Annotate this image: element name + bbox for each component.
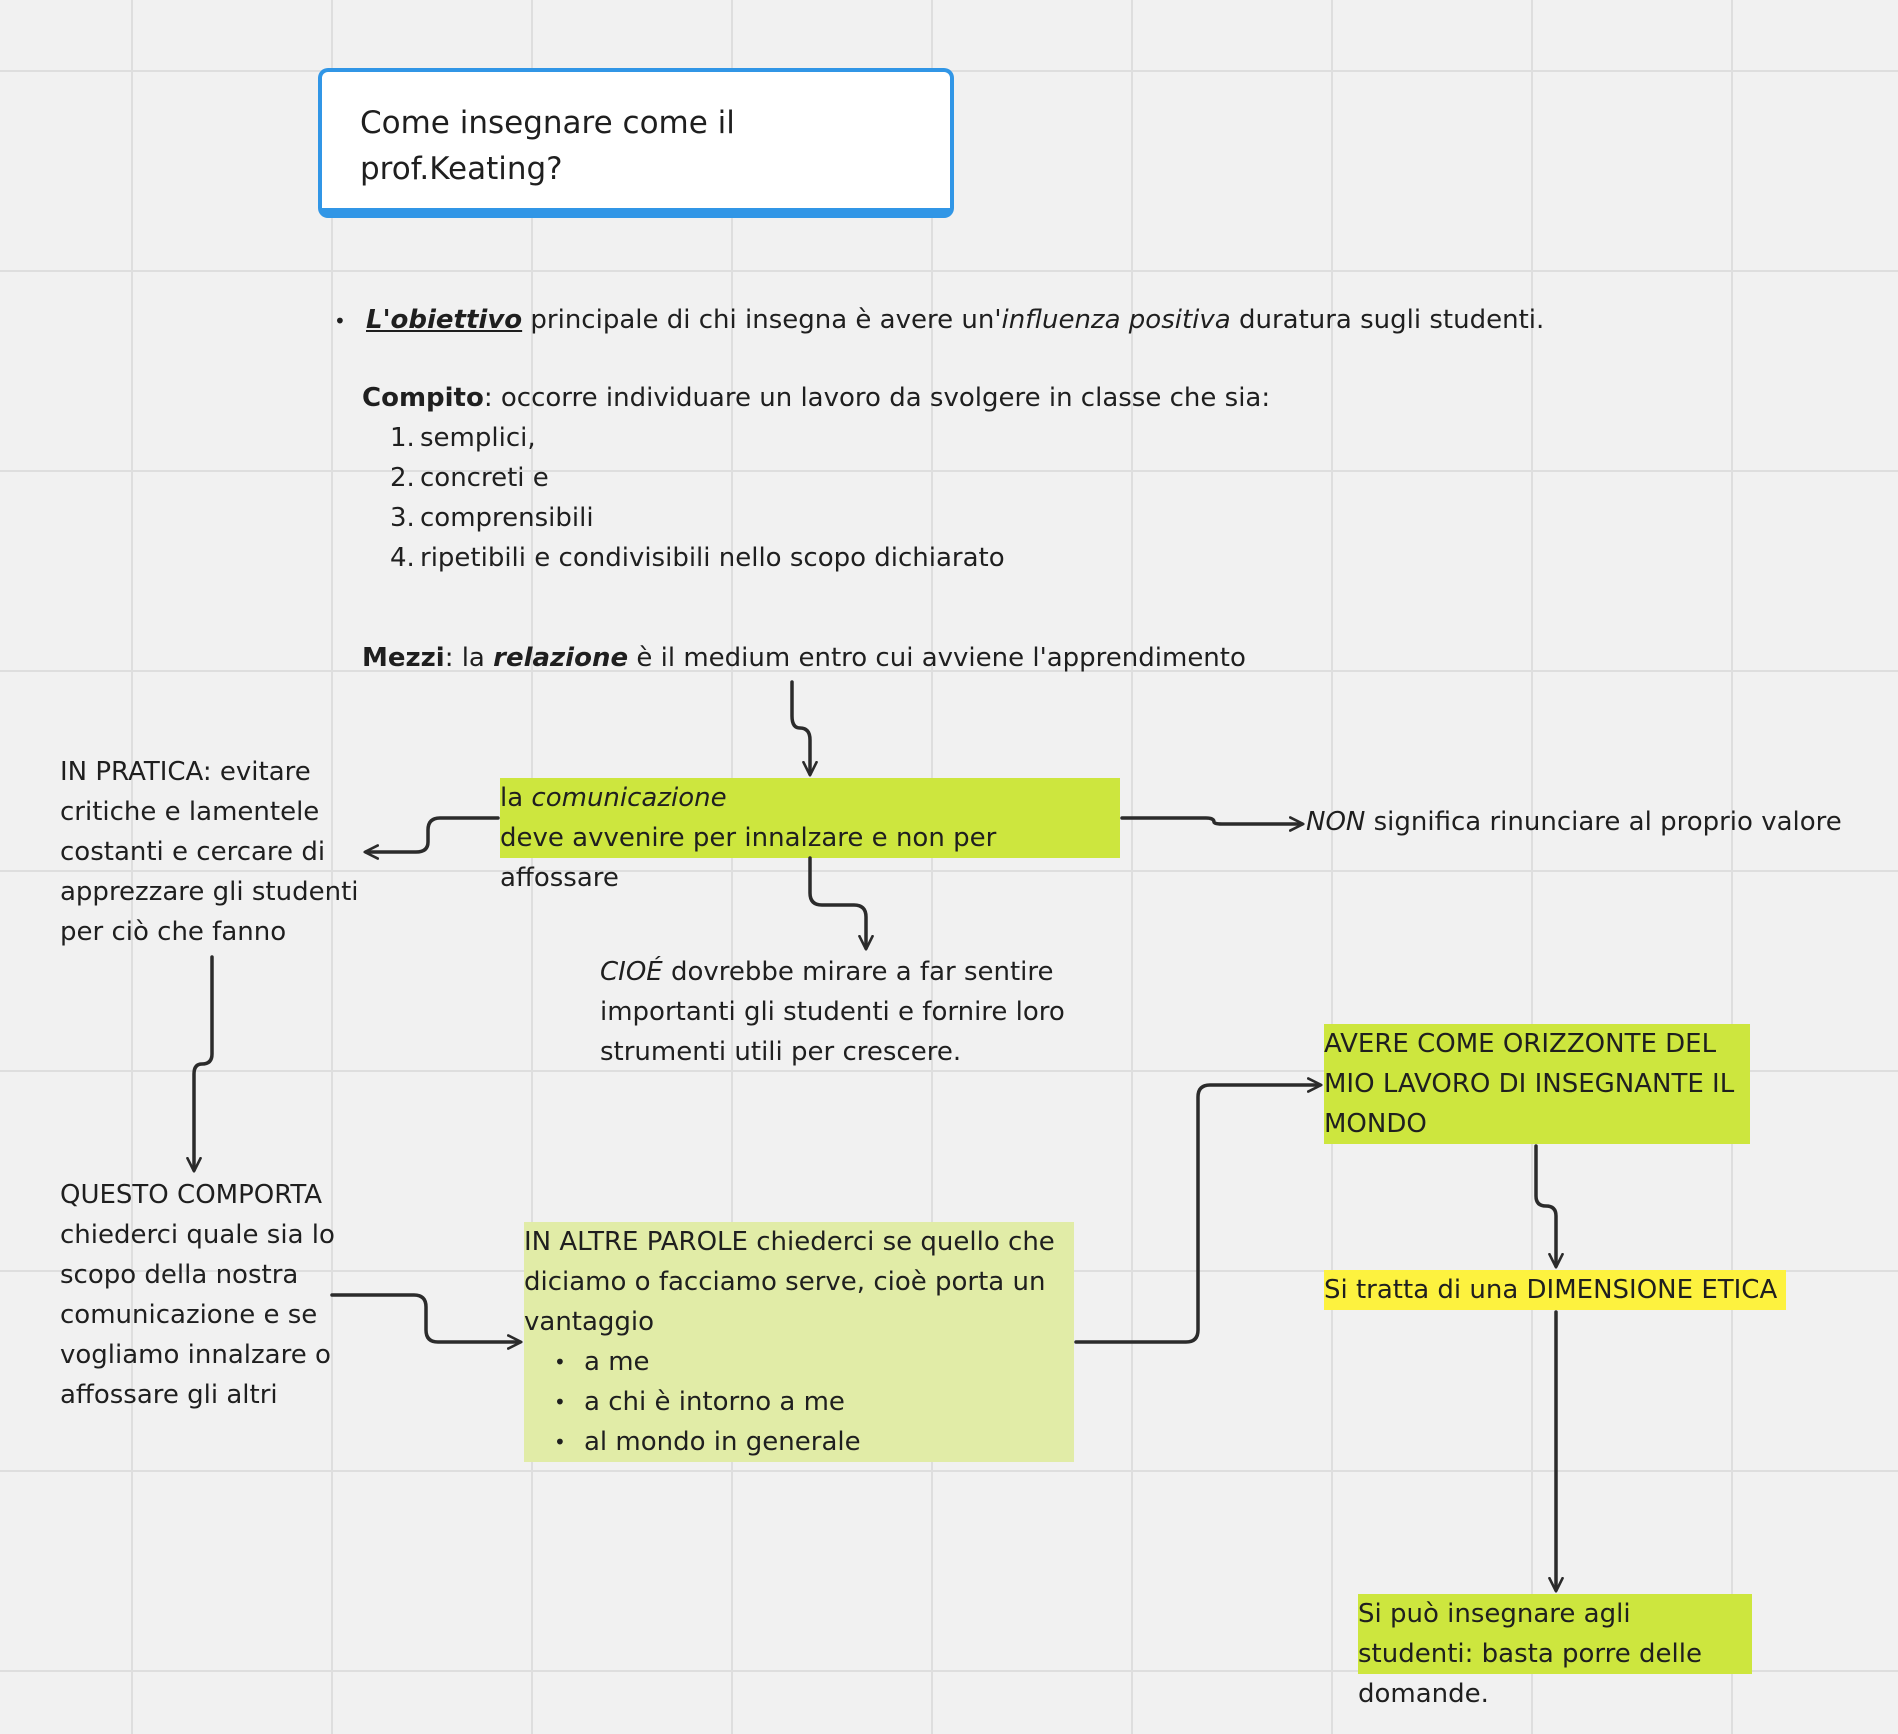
implies-text: QUESTO COMPORTA chiederci quale sia lo s… [60, 1180, 335, 1410]
other-words-item: • al mondo in generale [524, 1422, 1074, 1462]
non-note[interactable]: NON significa rinunciare al proprio valo… [1306, 802, 1866, 842]
task-item: 4.ripetibili e condivisibili nello scopo… [390, 538, 1462, 578]
means-label: Mezzi [362, 643, 445, 673]
communication-line-2: deve avvenire per innalzare e non per af… [500, 823, 997, 893]
arrow-communication-to-cioe[interactable] [808, 856, 874, 951]
other-words-item: • a chi è intorno a me [524, 1382, 1074, 1422]
horizon-node[interactable]: AVERE COME ORIZZONTE DEL MIO LAVORO DI I… [1324, 1024, 1750, 1144]
means-text-1: : la [444, 643, 494, 673]
cioe-text: dovrebbe mirare a far sentire importanti… [600, 957, 1065, 1067]
ethics-text: Si tratta di una DIMENSIONE ETICA [1324, 1275, 1778, 1305]
in-practice-text: IN PRATICA: evitare critiche e lamentele… [60, 757, 359, 947]
means-text-2: è il medium entro cui avviene l'apprendi… [628, 643, 1246, 673]
objective-text[interactable]: • L'obiettivo principale di chi insegna è… [334, 300, 1634, 341]
objective-term: L'obiettivo [366, 305, 523, 335]
arrow-communication-to-practice[interactable] [363, 816, 500, 860]
other-words-list: • a me • a chi è intorno a me • al mondo in… [524, 1342, 1074, 1462]
arrow-practice-to-implies[interactable] [186, 955, 214, 1173]
arrow-horizon-to-ethics[interactable] [1534, 1144, 1564, 1269]
task-item-number: 1. [390, 423, 415, 453]
communication-line-1: la comunicazione [500, 778, 1120, 818]
ethics-node[interactable]: Si tratta di una DIMENSIONE ETICA [1324, 1270, 1786, 1310]
cioe-node[interactable]: CIOÉ dovrebbe mirare a far sentire impor… [600, 952, 1090, 1072]
horizon-text: AVERE COME ORIZZONTE DEL MIO LAVORO DI I… [1324, 1029, 1735, 1139]
task-block[interactable]: Compito: occorre individuare un lavoro d… [362, 378, 1462, 578]
conclusion-text: Si può insegnare agli studenti: basta po… [1358, 1599, 1702, 1709]
conclusion-node[interactable]: Si può insegnare agli studenti: basta po… [1358, 1594, 1752, 1709]
non-text: significa rinunciare al proprio valore [1365, 807, 1842, 837]
title-card[interactable]: Come insegnare come il prof.Keating? [318, 68, 954, 218]
task-item-text: comprensibili [420, 503, 594, 533]
cioe-emphasis: CIOÉ [600, 957, 663, 987]
bullet-dot: • [554, 1390, 566, 1414]
task-item-text: semplici, [420, 423, 536, 453]
other-words-item: • a me [524, 1342, 1074, 1382]
means-text[interactable]: Mezzi: la relazione è il medium entro cu… [362, 638, 1462, 678]
task-item-number: 3. [390, 503, 415, 533]
other-words-item-text: al mondo in generale [584, 1427, 861, 1457]
task-item-text: ripetibili e condivisibili nello scopo d… [420, 543, 1005, 573]
means-emphasis: relazione [493, 643, 629, 673]
non-emphasis: NON [1306, 807, 1366, 837]
objective-text-1: principale di chi insegna è avere un' [522, 305, 1002, 335]
task-item: 2.concreti e [390, 458, 1462, 498]
task-item-number: 2. [390, 463, 415, 493]
other-words-node[interactable]: IN ALTRE PAROLE chiederci se quello che … [524, 1222, 1074, 1462]
task-label: Compito [362, 383, 484, 413]
bullet-dot: • [554, 1350, 566, 1374]
task-item: 3.comprensibili [390, 498, 1462, 538]
other-words-text: IN ALTRE PAROLE chiederci se quello che … [524, 1227, 1055, 1337]
other-words-item-text: a chi è intorno a me [584, 1387, 845, 1417]
other-words-item-text: a me [584, 1347, 650, 1377]
title-text: Come insegnare come il prof.Keating? [360, 105, 735, 187]
arrow-communication-to-non[interactable] [1120, 816, 1305, 832]
communication-prefix: la [500, 783, 532, 813]
communication-emphasis: comunicazione [531, 783, 727, 813]
task-item-number: 4. [390, 543, 415, 573]
implies-node[interactable]: QUESTO COMPORTA chiederci quale sia lo s… [60, 1175, 350, 1415]
objective-text-2: duratura sugli studenti. [1230, 305, 1545, 335]
in-practice-node[interactable]: IN PRATICA: evitare critiche e lamentele… [60, 752, 366, 952]
bullet-dot: • [554, 1430, 566, 1454]
task-text: : occorre individuare un lavoro da svolg… [483, 383, 1271, 413]
task-item: 1.semplici, [390, 418, 1462, 458]
objective-bullet: • [334, 309, 346, 333]
task-item-text: concreti e [420, 463, 549, 493]
arrow-other-words-to-horizon[interactable] [1074, 1077, 1323, 1344]
objective-emphasis: influenza positiva [1001, 305, 1231, 335]
task-list: 1.semplici, 2.concreti e 3.comprensibili… [390, 418, 1462, 578]
task-heading: Compito: occorre individuare un lavoro d… [362, 378, 1462, 418]
communication-node[interactable]: la comunicazione deve avvenire per innal… [500, 778, 1120, 893]
arrow-means-to-communication[interactable] [790, 680, 818, 777]
arrow-implies-to-other-words[interactable] [330, 1293, 523, 1350]
